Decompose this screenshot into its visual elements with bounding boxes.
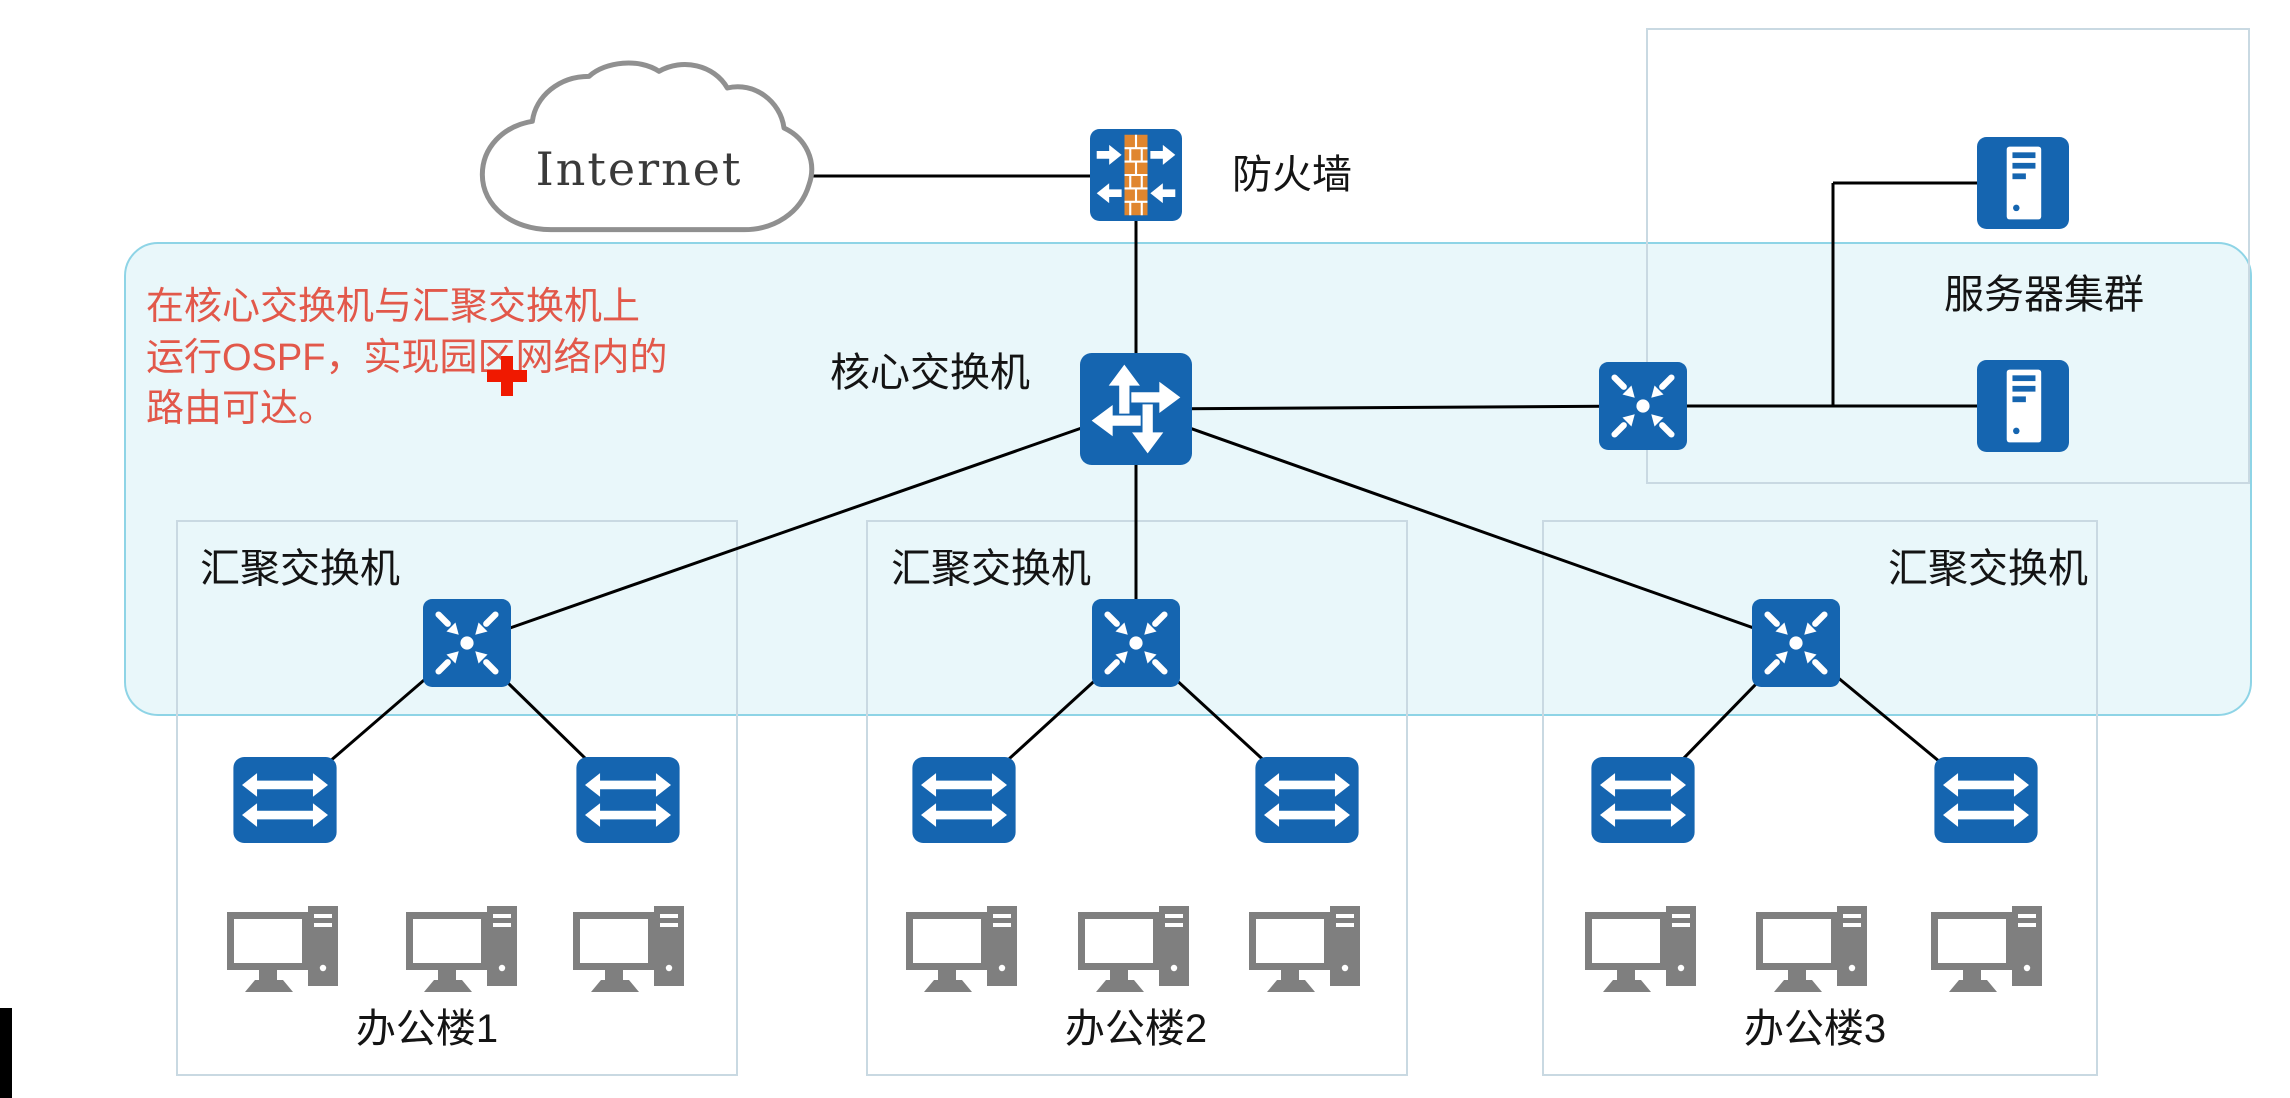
firewall-icon <box>1090 129 1182 221</box>
building-label-1: 办公楼1 <box>355 1007 499 1051</box>
access-switch-icon-2a <box>910 757 1018 843</box>
screen-edge-artifact <box>0 1008 12 1098</box>
server-icon-2 <box>1977 360 2069 452</box>
core-switch-icon <box>1080 353 1192 465</box>
internet-cloud: Internet <box>424 58 854 258</box>
building-label-3: 办公楼3 <box>1743 1007 1887 1051</box>
agg-switch-label-2: 汇聚交换机 <box>891 547 1091 591</box>
access-switch-icon-3b <box>1932 757 2040 843</box>
access-switch-icon-2b <box>1253 757 1361 843</box>
internet-label: Internet <box>535 142 743 196</box>
core-switch-label: 核心交换机 <box>830 351 1030 395</box>
pc-icon-2a <box>904 904 1024 996</box>
building-label-2: 办公楼2 <box>1064 1007 1208 1051</box>
pc-icon-2c <box>1247 904 1367 996</box>
access-switch-icon-1b <box>574 757 682 843</box>
agg-switch-icon-1 <box>423 599 511 687</box>
access-switch-icon-1a <box>231 757 339 843</box>
link-core-agg3 <box>1135 407 1797 645</box>
pc-icon-3c <box>1929 904 2049 996</box>
server-cluster-label: 服务器集群 <box>1944 273 2144 317</box>
access-switch-icon-3a <box>1589 757 1697 843</box>
pc-icon-3b <box>1754 904 1874 996</box>
server-cluster-box <box>1646 28 2250 484</box>
red-plus-cursor-icon <box>487 356 527 396</box>
pc-icon-1a <box>225 904 345 996</box>
cluster-switch-icon <box>1599 362 1687 450</box>
firewall-label: 防火墙 <box>1232 153 1352 197</box>
pc-icon-1b <box>404 904 524 996</box>
agg-switch-label-1: 汇聚交换机 <box>200 547 400 591</box>
building-box-1 <box>176 520 738 1076</box>
agg-switch-icon-2 <box>1092 599 1180 687</box>
link-core-cluster-switch <box>1135 404 1644 411</box>
note-line-2: 运行OSPF，实现园区网络内的 <box>146 337 668 379</box>
note-line-1: 在核心交换机与汇聚交换机上 <box>146 286 641 328</box>
note-line-3: 路由可达。 <box>146 388 337 430</box>
pc-icon-3a <box>1583 904 1703 996</box>
building-box-3 <box>1542 520 2098 1076</box>
server-icon-1 <box>1977 137 2069 229</box>
agg-switch-icon-3 <box>1752 599 1840 687</box>
pc-icon-2b <box>1076 904 1196 996</box>
pc-icon-1c <box>571 904 691 996</box>
agg-switch-label-3: 汇聚交换机 <box>1888 547 2088 591</box>
link-core-agg1 <box>466 407 1137 645</box>
ospf-note: 在核心交换机与汇聚交换机上 运行OSPF，实现园区网络内的 路由可达。 <box>146 282 667 435</box>
